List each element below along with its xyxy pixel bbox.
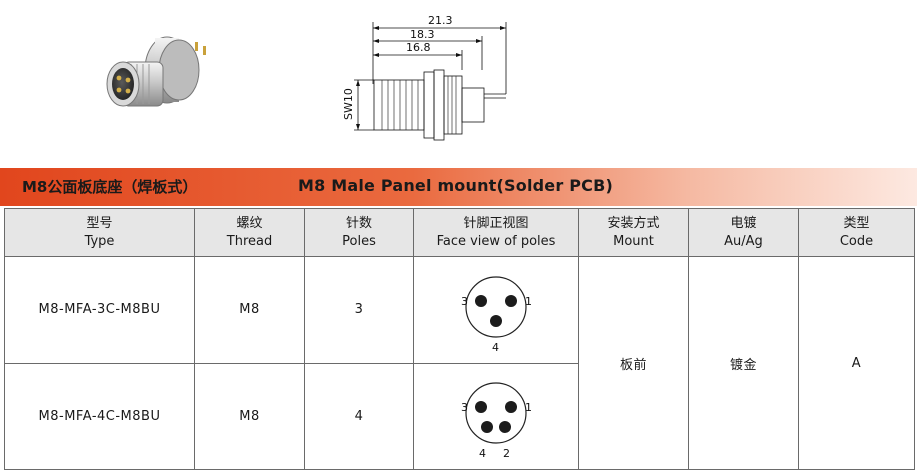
banner-title-en: M8 Male Panel mount(Solder PCB)	[298, 176, 613, 195]
svg-text:2: 2	[503, 447, 511, 460]
dim-overall-label: 21.3	[428, 14, 453, 27]
banner-title-cn: M8公面板底座（焊板式）	[22, 178, 198, 196]
cell-code: A	[798, 256, 915, 470]
cell-thread: M8	[194, 256, 305, 364]
svg-text:1: 1	[525, 295, 533, 308]
svg-text:1: 1	[525, 401, 533, 414]
svg-text:4: 4	[479, 447, 487, 460]
cell-mount: 板前	[578, 256, 689, 470]
cell-type: M8-MFA-4C-M8BU	[4, 362, 195, 471]
cell-plating: 镀金	[688, 256, 799, 470]
cell-poles: 4	[304, 362, 414, 471]
table-row: M8-MFA-3C-M8BU M8 3 3 1 4 板前 镀金 A	[4, 256, 915, 470]
table-row: M8-MFA-4C-M8BU M8 4 3 1 4 2	[4, 362, 915, 471]
dim-short-label: 16.8	[406, 41, 431, 54]
dimension-drawing: 21.3 18.3 16.8 SW10	[342, 14, 507, 141]
dim-mid-label: 18.3	[410, 28, 435, 41]
section-banner: M8公面板底座（焊板式） M8 Male Panel mount(Solder …	[0, 168, 917, 206]
cell-face-view: 3 1 4 2	[413, 362, 579, 471]
cell-poles: 3	[304, 256, 414, 364]
svg-text:4: 4	[492, 341, 500, 354]
connector-photo	[106, 36, 206, 107]
svg-text:3: 3	[461, 401, 469, 414]
cell-thread: M8	[194, 362, 305, 471]
dim-hex-label: SW10	[342, 88, 355, 120]
cell-type: M8-MFA-3C-M8BU	[4, 256, 195, 364]
cell-face-view: 3 1 4	[413, 256, 579, 364]
svg-text:3: 3	[461, 295, 469, 308]
pole-diagram-4pin: 3 1 4 2	[461, 382, 533, 460]
pole-diagram-3pin: 3 1 4	[461, 276, 533, 354]
